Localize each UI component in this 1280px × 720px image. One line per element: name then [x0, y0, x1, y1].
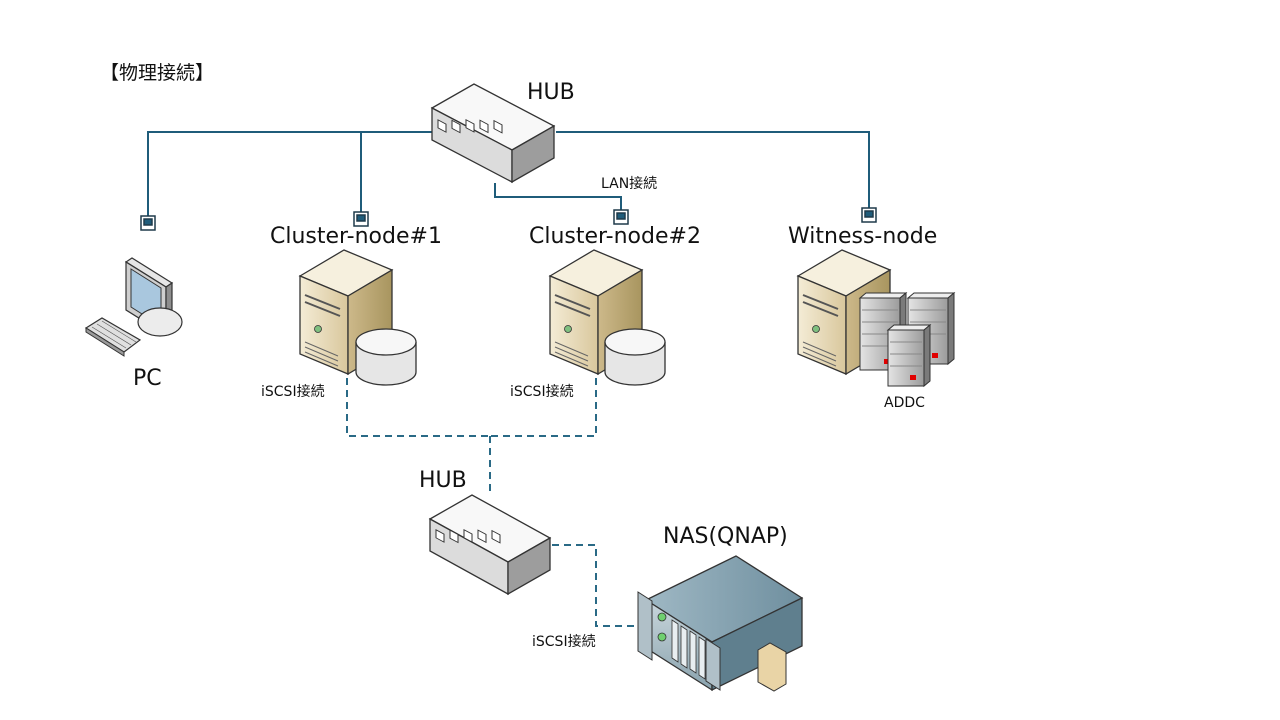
- pc-icon: [84, 257, 183, 357]
- lan-ports: [140, 207, 877, 231]
- lan-link-cluster2: [494, 183, 622, 212]
- rack-server-front: [886, 323, 932, 388]
- lan-connection-label: LAN接続: [601, 176, 658, 192]
- hub-top-label: HUB: [527, 80, 575, 105]
- iscsi-label-nas: iSCSI接続: [532, 634, 596, 650]
- iscsi-links: [346, 378, 640, 627]
- nas-label: NAS(QNAP): [663, 524, 788, 549]
- disk-icon-cluster2: [604, 328, 666, 386]
- cluster-node-1-label: Cluster-node#1: [270, 224, 442, 249]
- lan-link-witness: [556, 131, 870, 210]
- port-icon: [861, 207, 877, 223]
- witness-node-label: Witness-node: [788, 224, 938, 249]
- pc-label: PC: [133, 366, 162, 391]
- server-icon-cluster1: [298, 249, 394, 376]
- cluster-node-2-label: Cluster-node#2: [529, 224, 701, 249]
- disk-icon-cluster1: [355, 328, 417, 386]
- addc-label: ADDC: [884, 395, 925, 411]
- iscsi-link-cluster1: [346, 378, 490, 437]
- port-icon: [613, 209, 629, 225]
- hub-bottom-label: HUB: [419, 468, 467, 493]
- iscsi-label-cluster1: iSCSI接続: [261, 384, 325, 400]
- lan-link-pc: [147, 131, 432, 218]
- nas-icon: [637, 555, 804, 692]
- port-icon: [140, 215, 156, 231]
- lan-links: [147, 131, 870, 218]
- port-icon: [353, 211, 369, 227]
- iscsi-label-cluster2: iSCSI接続: [510, 384, 574, 400]
- rack-server-icon-addc: [858, 291, 956, 388]
- iscsi-link-nas: [552, 544, 640, 627]
- switch-icon-top: [430, 83, 556, 184]
- page-title: 【物理接続】: [100, 62, 215, 84]
- switch-icon-bottom: [428, 494, 552, 596]
